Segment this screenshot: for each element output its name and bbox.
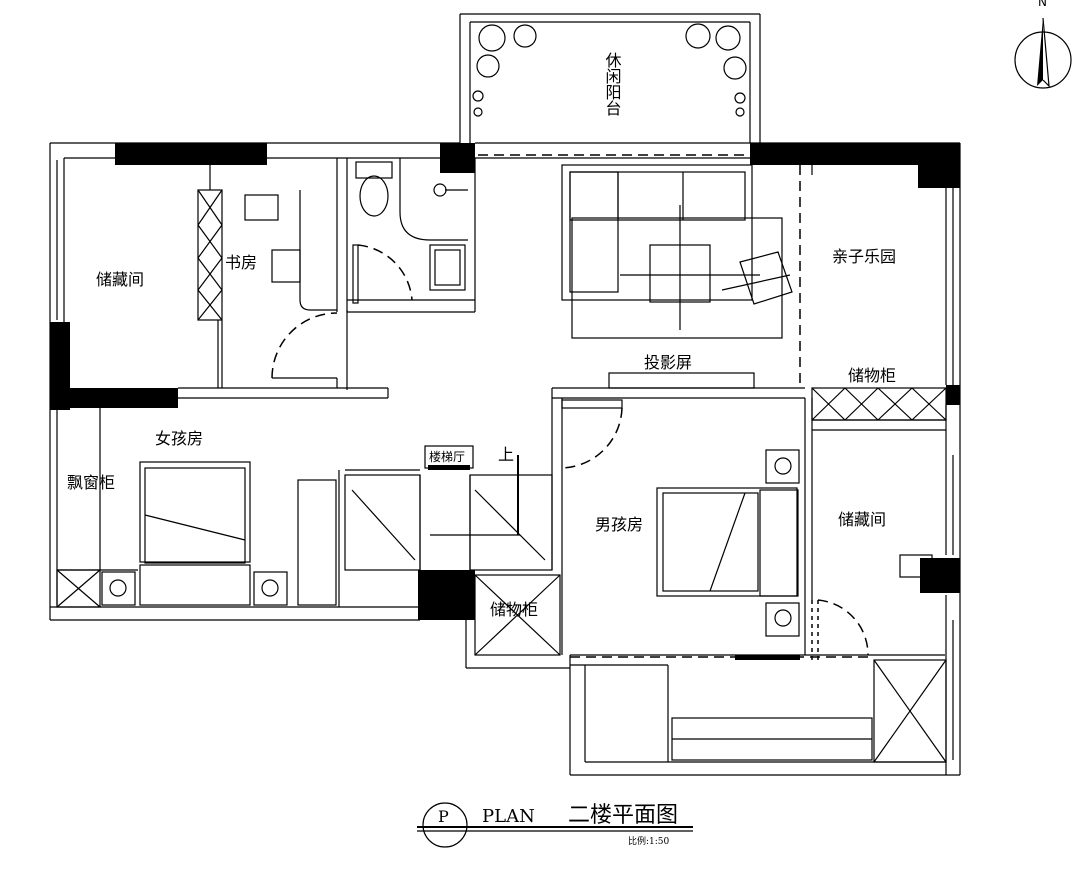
stair-up-label: 上: [498, 445, 514, 464]
room-label-storage-cabinet-east: 储物柜: [848, 366, 896, 385]
title-text: 二楼平面图: [568, 803, 678, 828]
balcony-plants: [472, 23, 747, 117]
room-label-balcony: 休闲阳台: [603, 52, 622, 116]
title-plan-word: PLAN: [482, 806, 535, 827]
open-boundaries: [478, 154, 868, 660]
room-label-storage-east: 储藏间: [838, 510, 886, 529]
room-label-kids-park: 亲子乐园: [832, 247, 896, 266]
furniture: [56, 161, 947, 763]
outer-walls: [49, 13, 961, 776]
room-label-storage-cabinet-south: 储物柜: [490, 600, 538, 619]
room-label-study: 书房: [225, 253, 257, 272]
title-block: P PLAN 二楼平面图 比例:1:50: [417, 802, 693, 848]
room-label-storage-west: 储藏间: [96, 270, 144, 289]
room-label-bay-window-cabinet: 飘窗柜: [67, 473, 115, 492]
room-label-projection-screen: 投影屏: [644, 353, 692, 372]
structural-columns: [50, 143, 960, 620]
north-arrow: N: [1014, 0, 1072, 89]
room-label-stair-hall: 楼梯厅: [429, 449, 465, 464]
room-label-girls-room: 女孩房: [155, 429, 203, 448]
doors: [271, 244, 869, 660]
room-label-boys-room: 男孩房: [595, 515, 643, 534]
title-scale: 比例:1:50: [628, 835, 670, 847]
title-symbol: P: [438, 807, 449, 826]
internal-walls: [57, 158, 946, 655]
north-label: N: [1038, 0, 1047, 9]
